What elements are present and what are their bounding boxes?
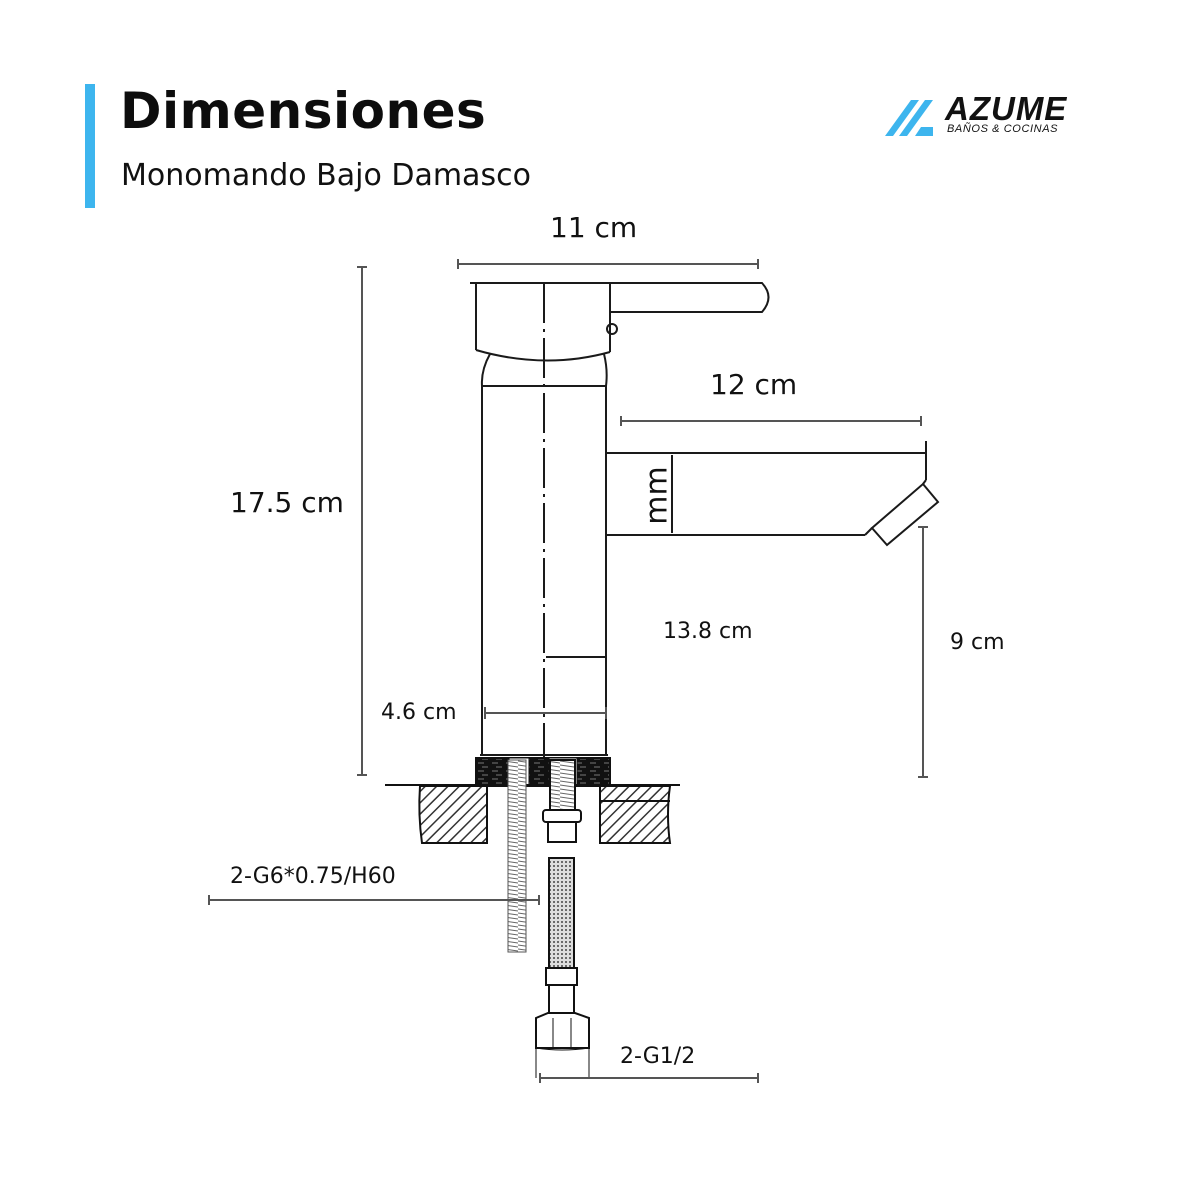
header-accent-bar — [85, 84, 95, 208]
dimension-line-hose-connection — [539, 1073, 759, 1083]
dimension-line-4-6cm — [484, 707, 607, 719]
threaded-stud — [507, 759, 527, 953]
dimension-line-stud-thread — [208, 895, 540, 905]
brand-logo: AZUME BAÑOS & COCINAS — [885, 90, 1085, 141]
dimension-label-base-diameter: 4.6 cm — [381, 700, 457, 725]
brand-tagline: BAÑOS & COCINAS — [947, 123, 1059, 135]
dimension-label-stud-thread: 2-G6*0.75/H60 — [230, 864, 396, 889]
page-title: Dimensiones — [120, 82, 487, 140]
faucet-body — [480, 386, 608, 756]
dimension-label-spout-height: 9 cm — [950, 630, 1005, 655]
base-seal — [475, 757, 611, 787]
azume-stripes-logo-icon — [885, 100, 933, 136]
brand-name: AZUME — [945, 90, 1068, 127]
dimension-line-11cm — [457, 259, 759, 269]
dimension-label-total-height: 17.5 cm — [230, 486, 344, 519]
countertop-section — [385, 784, 680, 844]
dimension-line-12cm — [620, 416, 922, 426]
faucet-spout — [606, 441, 940, 547]
dimension-label-handle-width: 11 cm — [550, 211, 638, 244]
flexible-hose — [535, 759, 590, 1078]
dimension-label-spout-section: mm — [639, 466, 675, 525]
dimension-line-9cm — [918, 526, 928, 778]
dimension-label-hose-connection: 2-G1/2 — [620, 1044, 696, 1069]
dimension-line-17-5cm — [357, 266, 367, 776]
dimension-label-body-height: 13.8 cm — [663, 619, 753, 644]
dimension-label-spout-reach: 12 cm — [710, 368, 798, 401]
product-subtitle: Monomando Bajo Damasco — [121, 158, 531, 193]
